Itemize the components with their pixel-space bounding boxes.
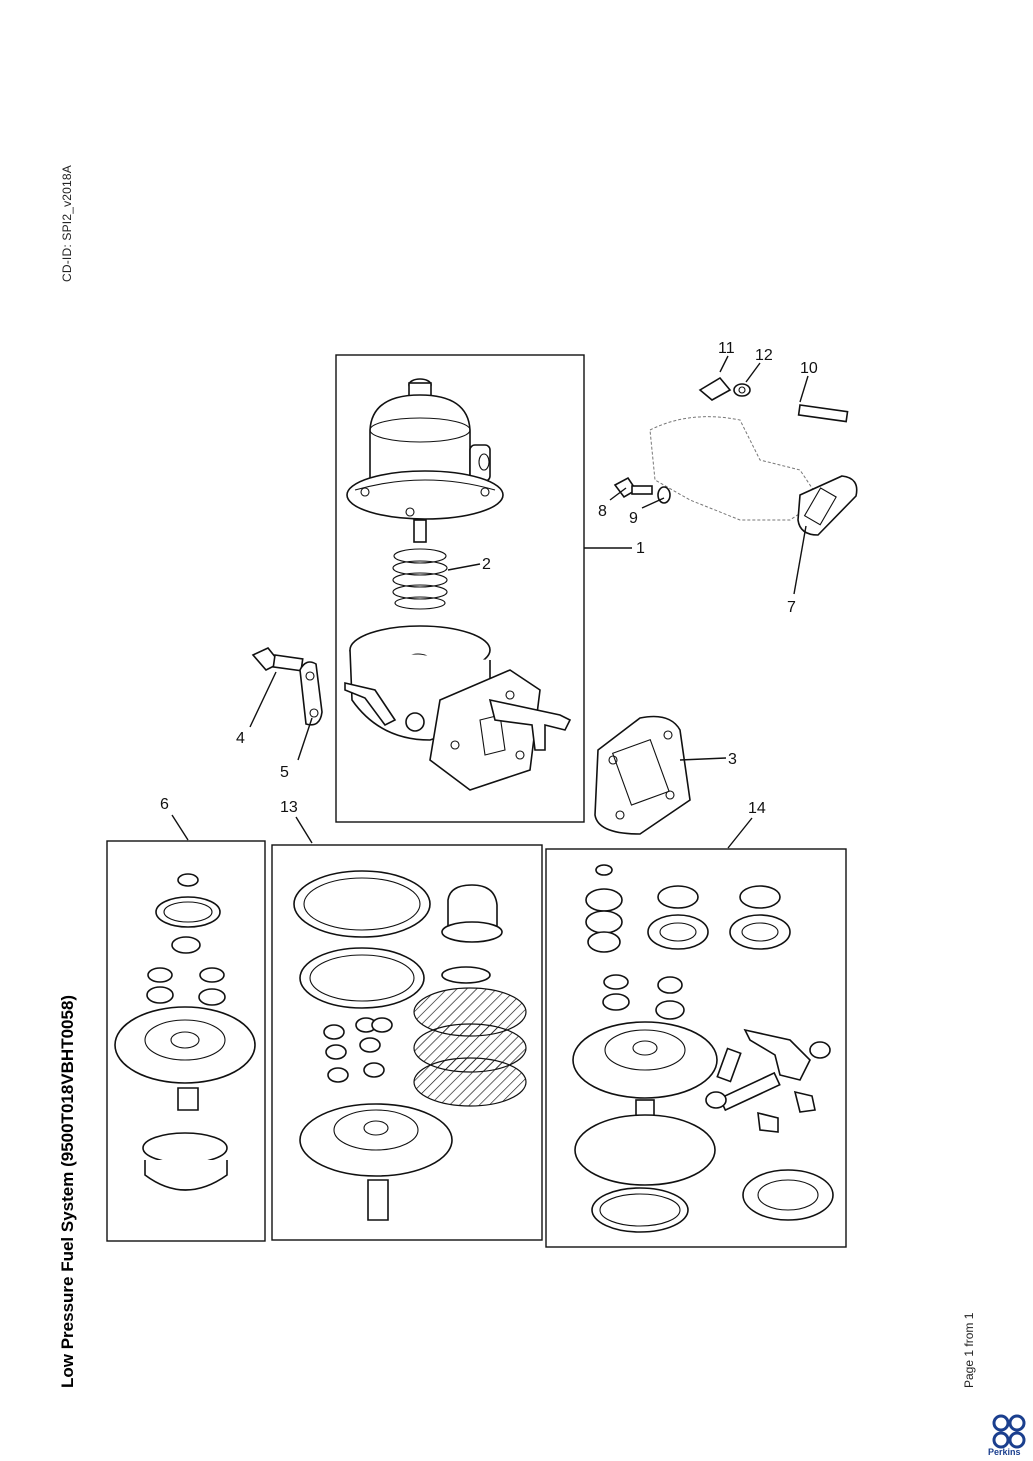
fuel-pump-assembly-group: [335, 354, 585, 823]
callout-10: 10: [800, 360, 818, 377]
kit-box-14-group: [545, 848, 847, 1248]
callout-8: 8: [598, 503, 607, 520]
gasket-item-3: [594, 715, 691, 835]
valve-rings: [323, 1017, 393, 1083]
item-13-box: [271, 844, 543, 1241]
callout-12: 12: [755, 347, 773, 364]
item-14-box: [545, 848, 847, 1248]
callout-labels: 1 2 3 4 5 6 7 8 9 10 11 12 13 14: [160, 340, 818, 817]
callout-7: 7: [787, 599, 796, 616]
screw-and-plate-group: [251, 647, 323, 726]
callout-9: 9: [629, 510, 638, 527]
mounting-assembly-group: [613, 376, 858, 536]
callout-6: 6: [160, 796, 169, 813]
item-6-box: [106, 840, 266, 1242]
brand-label: Perkins: [988, 1447, 1021, 1457]
callout-2: 2: [482, 556, 491, 573]
callout-1: 1: [636, 540, 645, 557]
callout-13: 13: [280, 799, 298, 816]
kit-box-13-group: [271, 844, 543, 1241]
perkins-logo-icon: [992, 1414, 1026, 1449]
callout-4: 4: [236, 730, 245, 747]
callout-5: 5: [280, 764, 289, 781]
callout-3: 3: [728, 751, 737, 768]
callout-11: 11: [718, 340, 735, 357]
callout-14: 14: [748, 800, 766, 817]
item-1-box: [335, 354, 585, 823]
kit-box-6-group: [106, 840, 266, 1242]
leader-lines: [171, 355, 809, 849]
